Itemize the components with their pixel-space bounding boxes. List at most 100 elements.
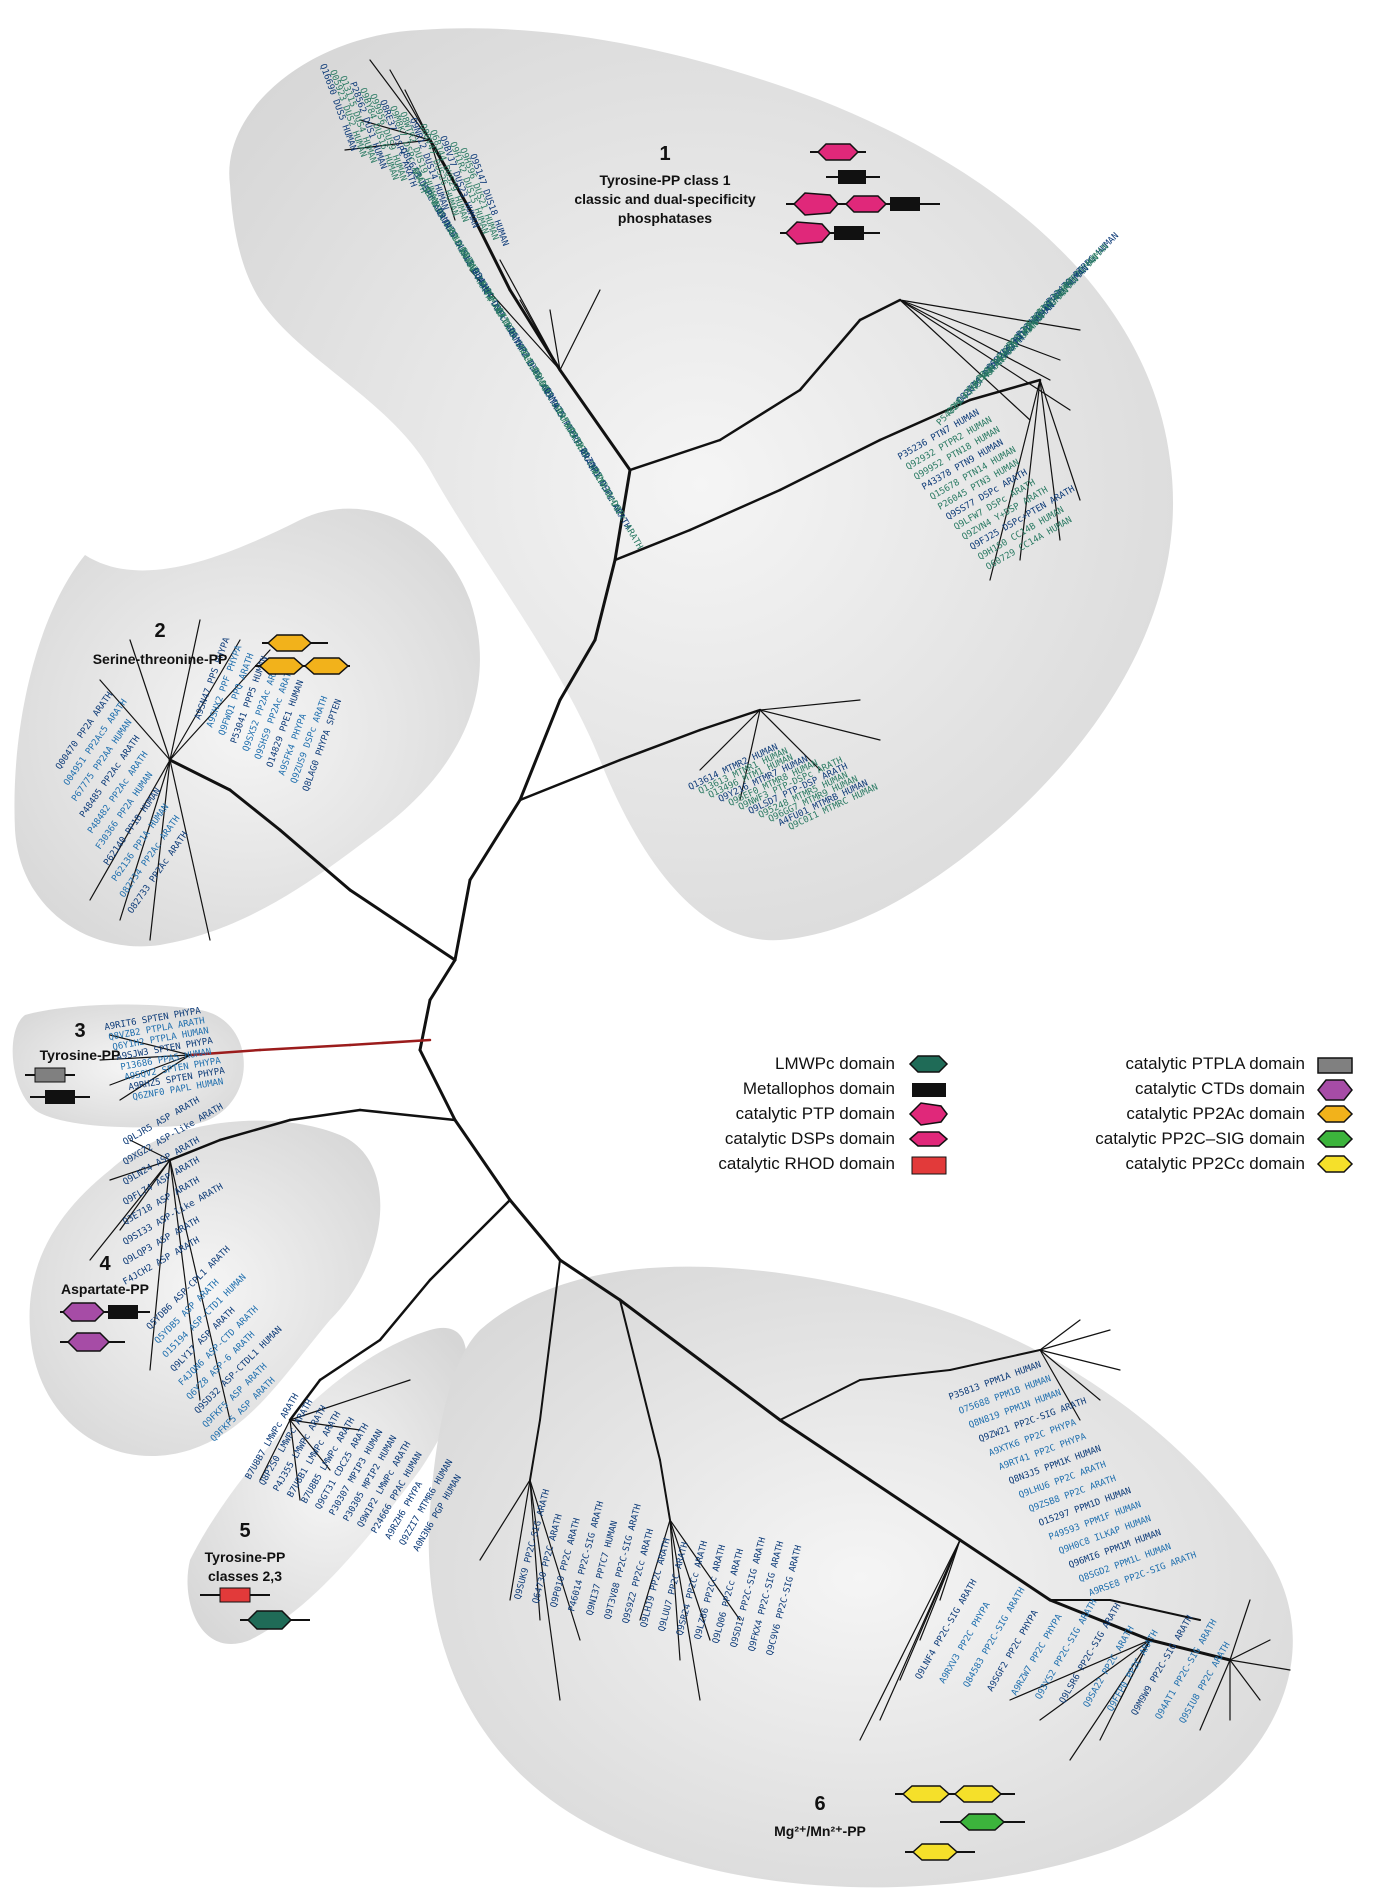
tree-branch	[639, 1379, 661, 1461]
legend-item-pp2c-sig: catalytic PP2C–SIG domain	[1095, 1129, 1354, 1148]
tree-branch	[389, 69, 431, 141]
tree-branch	[778, 1418, 872, 1482]
tree-branch	[89, 759, 171, 901]
tree-branch	[169, 759, 211, 941]
tree-branch	[169, 619, 201, 761]
group-1-line-1: Tyrosine-PP class 1	[600, 172, 731, 188]
group-6-line-1: Mg²⁺/Mn²⁺-PP	[774, 1823, 866, 1839]
metallophos-legend-icon	[912, 1083, 946, 1097]
pp2ac-legend-icon	[1316, 1105, 1354, 1123]
group-5-title: 5 Tyrosine-PP classes 2,3	[205, 1520, 286, 1584]
pp2c-sig-legend-icon	[1316, 1130, 1354, 1148]
tree-branch	[879, 1539, 961, 1721]
group-2-title: 2 Serine-threonine-PP	[93, 620, 228, 667]
group-1-line-2: classic and dual-specificity	[574, 191, 756, 207]
tree-branch	[619, 1299, 641, 1381]
group-3-title: 3 Tyrosine-PP	[40, 1020, 121, 1063]
group-4-domain-icons	[60, 1302, 150, 1352]
group-1-domain-icons	[780, 143, 940, 245]
rhod-legend-icon	[911, 1156, 947, 1175]
tree-branch	[558, 1258, 622, 1302]
tree-branch	[989, 379, 1041, 581]
tree-branch	[1229, 1639, 1271, 1661]
legend-label: catalytic RHOD domain	[718, 1154, 895, 1173]
tree-branch	[129, 1139, 171, 1161]
tree-branch	[428, 958, 457, 1002]
pp2cc-legend-icon	[1316, 1155, 1354, 1173]
tree-branch	[404, 89, 431, 141]
tree-branch	[899, 299, 1061, 361]
ctd-legend-icon	[1317, 1079, 1353, 1101]
tree-branch	[518, 698, 562, 802]
group-backgrounds	[12, 28, 1293, 1888]
tree-branch	[1099, 1639, 1151, 1741]
group-4-number: 4	[99, 1253, 111, 1275]
metallophos-domain-icon	[838, 170, 866, 184]
tree-branch	[1048, 1598, 1152, 1642]
legend-label: LMWPc domain	[775, 1054, 895, 1073]
group-6-domain-icons	[895, 1785, 1025, 1861]
group-5-line-2: classes 2,3	[208, 1568, 282, 1584]
tree-branch	[428, 138, 472, 212]
tree-branch	[613, 468, 632, 562]
group-6-number: 6	[814, 1793, 825, 1815]
dsp-domain-icon-2	[844, 195, 888, 213]
tree-branch	[278, 828, 352, 892]
tree-branches	[89, 59, 1291, 1761]
tree-branch	[899, 299, 1031, 421]
tree-branch	[558, 638, 597, 702]
tree-branch	[378, 1278, 432, 1342]
tree-branch	[289, 1419, 331, 1471]
group-5-line-1: Tyrosine-PP	[205, 1549, 286, 1565]
tree-branch	[288, 1378, 322, 1422]
tree-branch	[688, 488, 782, 532]
tree-branch	[119, 759, 171, 921]
group-2-line-1: Serine-threonine-PP	[93, 651, 228, 667]
tree-branch	[429, 139, 456, 221]
tree-branch	[669, 1519, 681, 1661]
ctd-domain-icon	[61, 1302, 106, 1322]
legend-item-rhod: catalytic RHOD domain	[718, 1154, 947, 1175]
tree-branch	[318, 1338, 382, 1382]
tree-branch	[1009, 1639, 1151, 1701]
tree-branch	[1199, 1659, 1231, 1731]
tree-branch	[539, 1339, 551, 1421]
tree-branch	[698, 708, 762, 732]
pp2c-sig-domain-icon	[958, 1813, 1006, 1831]
dsp-legend-icon	[908, 1131, 949, 1147]
tree-branch	[1039, 1349, 1121, 1371]
tree-branch	[228, 788, 282, 832]
tree-branch	[509, 1479, 531, 1601]
tree-branch	[418, 1048, 457, 1122]
group-2-background	[14, 508, 480, 947]
tree-branch	[559, 289, 601, 371]
pp2cc-domain-icon	[901, 1785, 951, 1803]
pp2ac-domain-icon-3	[303, 657, 350, 675]
tree-branch	[549, 1259, 561, 1341]
tree-branch	[699, 709, 761, 771]
tree-branch	[1109, 1599, 1201, 1621]
tree-branch	[1039, 379, 1081, 501]
tree-branch	[1019, 379, 1041, 561]
tyrosine-pp-branch	[258, 1043, 352, 1052]
tree-branch	[778, 438, 882, 492]
tree-branch	[168, 758, 232, 792]
tree-branch	[149, 759, 171, 941]
tree-branch	[613, 528, 692, 562]
tree-branch	[358, 1108, 457, 1122]
ptpla-legend-icon	[1317, 1057, 1353, 1074]
tree-branch	[169, 639, 241, 761]
tree-branch	[669, 1519, 741, 1621]
group-1-line-3: phosphatases	[618, 210, 712, 226]
tree-branch	[288, 1108, 362, 1122]
group-6-background	[428, 1266, 1293, 1888]
tree-branch	[99, 1054, 191, 1061]
tree-branch	[453, 1118, 512, 1202]
tree-branch	[129, 639, 171, 761]
legend-label: catalytic PP2Cc domain	[1125, 1154, 1305, 1173]
tree-branch	[99, 679, 171, 761]
tree-branch	[868, 1478, 962, 1542]
tree-branch	[628, 438, 722, 472]
group-4-line-1: Aspartate-PP	[61, 1281, 149, 1297]
tree-branch	[858, 298, 902, 322]
